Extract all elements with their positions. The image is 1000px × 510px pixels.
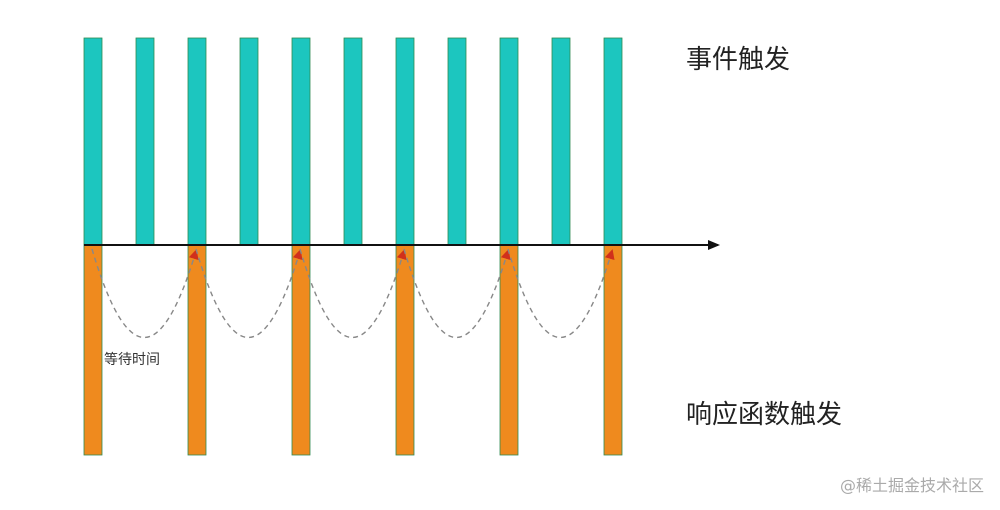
response-bar: [499, 244, 519, 456]
event-bar: [343, 37, 363, 246]
response-bar: [291, 244, 311, 456]
wait-arcs: [91, 248, 615, 338]
event-bar: [395, 37, 415, 246]
wait-arc: [507, 248, 615, 338]
event-bar: [83, 37, 103, 246]
event-bar: [603, 37, 623, 246]
wait-arc: [299, 248, 407, 338]
event-bar: [239, 37, 259, 246]
response-bar: [187, 244, 207, 456]
event-bar: [551, 37, 571, 246]
event-bar: [187, 37, 207, 246]
response-trigger-label: 响应函数触发: [686, 400, 842, 430]
response-bar: [395, 244, 415, 456]
response-bar: [83, 244, 103, 456]
watermark: @稀土掘金技术社区: [839, 476, 984, 495]
event-bar: [291, 37, 311, 246]
event-bars: [83, 37, 623, 246]
wait-arc: [91, 248, 199, 338]
response-bar: [603, 244, 623, 456]
event-bar: [499, 37, 519, 246]
event-bar: [135, 37, 155, 246]
wait-arc: [195, 248, 303, 338]
wait-time-label: 等待时间: [104, 351, 160, 368]
response-bars: [83, 244, 623, 456]
event-bar: [447, 37, 467, 246]
wait-arc: [403, 248, 511, 338]
event-trigger-label: 事件触发: [686, 45, 790, 75]
